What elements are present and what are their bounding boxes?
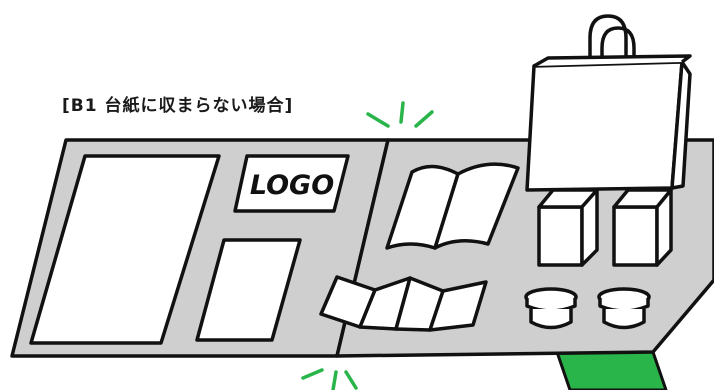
jar-icon bbox=[524, 287, 578, 330]
logo-text: LOGO bbox=[250, 170, 334, 201]
folded-leaflet-icon bbox=[319, 275, 488, 332]
burst-mark-top bbox=[366, 101, 434, 128]
box-icon bbox=[612, 188, 673, 267]
jar-icon bbox=[597, 287, 651, 330]
logo-card-icon bbox=[233, 154, 350, 213]
poster-sheet-icon bbox=[29, 154, 221, 345]
box-icon bbox=[537, 188, 599, 267]
open-booklet-icon bbox=[385, 162, 520, 250]
overflow-strip bbox=[554, 350, 668, 390]
caption: [B1 台紙に収まらない場合] bbox=[62, 96, 294, 116]
burst-mark-bottom bbox=[301, 368, 358, 390]
shopping-bag-icon bbox=[525, 14, 692, 192]
small-sheet-icon bbox=[195, 238, 302, 342]
